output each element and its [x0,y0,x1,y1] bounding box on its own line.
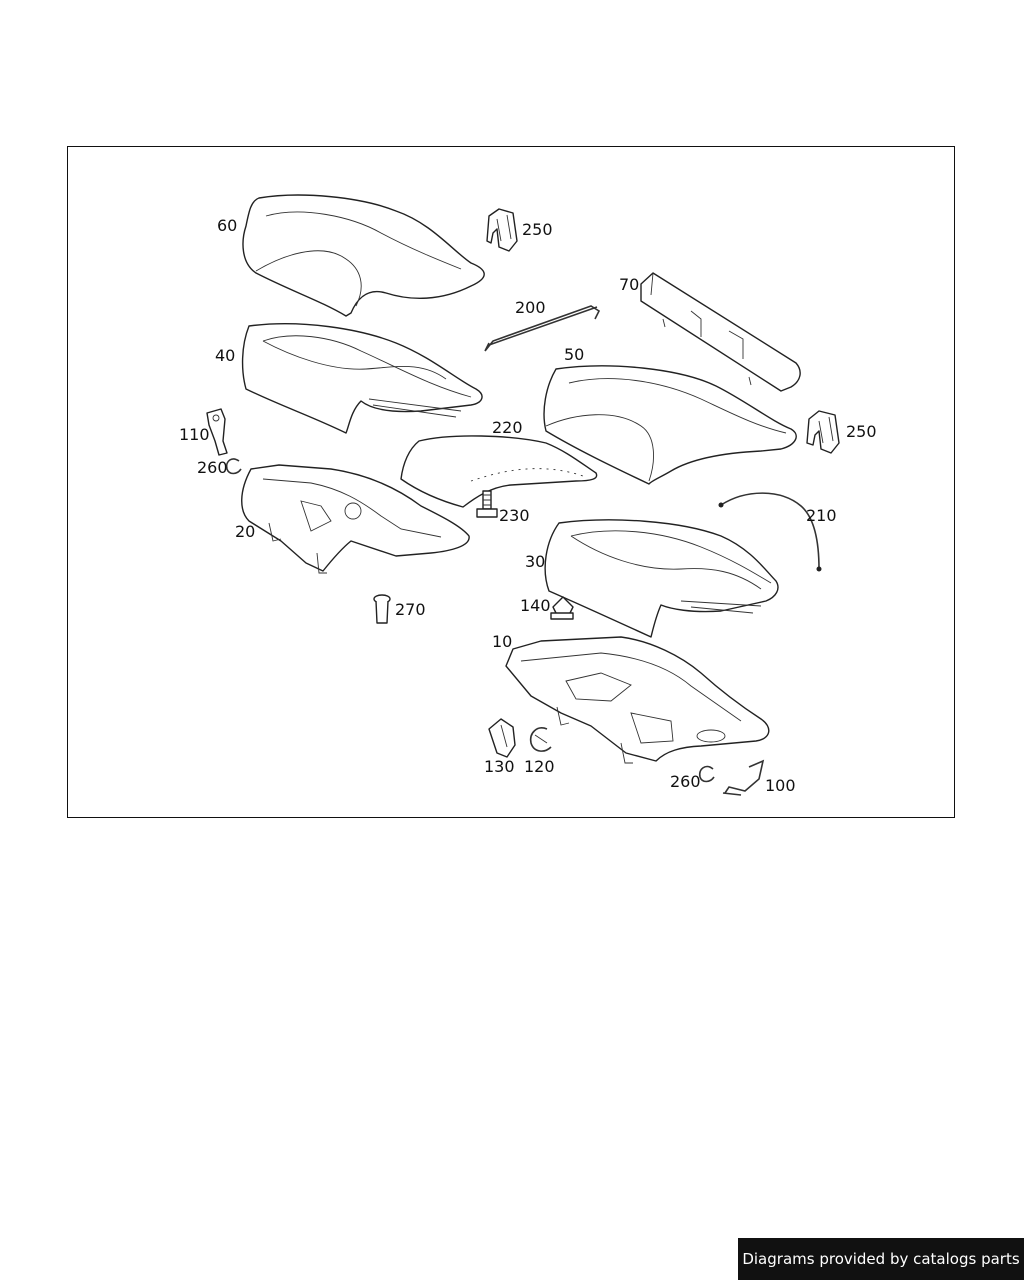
callout-260-left: 260 [197,458,228,477]
part-130-clip [488,718,516,758]
part-250-clip-right [806,410,840,454]
part-60-seat-cover [242,194,485,317]
part-210-cable [718,492,822,572]
callout-40: 40 [215,346,235,365]
part-120-clamp [529,727,552,752]
callout-20: 20 [235,522,255,541]
seat-cushion-exploded-view: 60 250 200 70 40 50 250 110 260 220 230 … [179,194,877,796]
callout-100: 100 [765,776,796,795]
callout-60: 60 [217,216,237,235]
callout-230: 230 [499,506,530,525]
callout-220: 220 [492,418,523,437]
callout-200: 200 [515,298,546,317]
part-250-clip-top [486,208,518,252]
callout-30: 30 [525,552,545,571]
callout-250-top: 250 [522,220,553,239]
part-140-nut [550,596,574,620]
part-270-sleeve [373,594,391,624]
callout-270: 270 [395,600,426,619]
callout-140: 140 [520,596,551,615]
part-110-latch [206,408,228,456]
part-70-roller [640,272,801,392]
part-30-foam-pad [544,519,779,638]
callout-120: 120 [524,757,555,776]
credit-banner: Diagrams provided by catalogs parts [738,1238,1024,1280]
callout-250-right: 250 [846,422,877,441]
part-40-foam-pad [241,323,483,434]
callout-260-right: 260 [670,772,701,791]
callout-210: 210 [806,506,837,525]
part-50-seat-cover [543,365,797,485]
part-200-wire-rod [484,305,601,352]
callout-70: 70 [619,275,639,294]
part-20-seat-frame [241,464,470,574]
callout-110: 110 [179,425,210,444]
part-230-screw [476,490,498,518]
callout-130: 130 [484,757,515,776]
part-100-latch [722,759,765,796]
parts-diagram-frame: 60 250 200 70 40 50 250 110 260 220 230 … [67,146,955,818]
part-260-ring-left [225,458,242,475]
callout-10: 10 [492,632,512,651]
callout-50: 50 [564,345,584,364]
part-10-seat-frame [505,636,770,764]
part-260-ring-right [698,765,715,783]
part-220-pad [400,435,598,508]
